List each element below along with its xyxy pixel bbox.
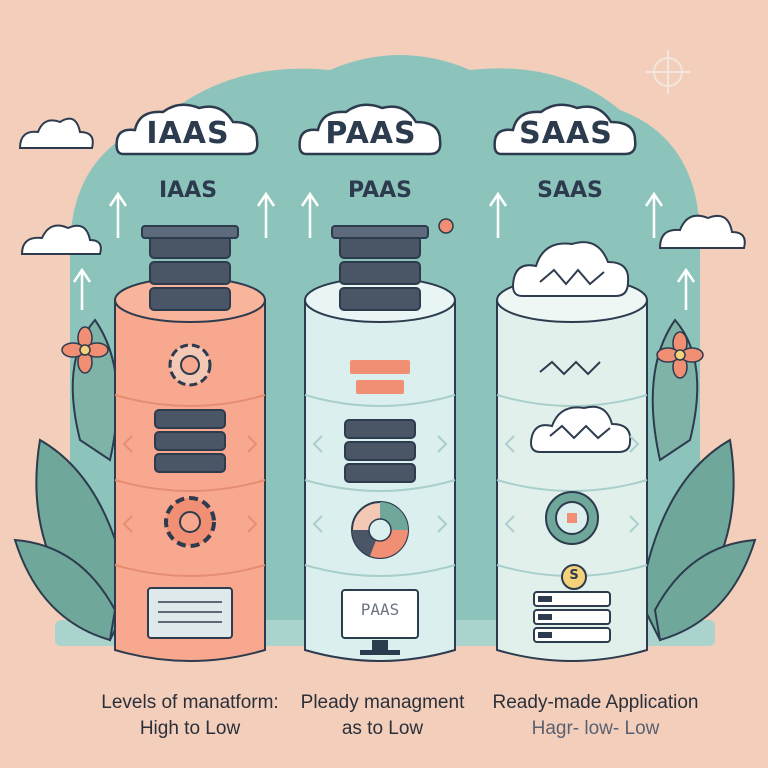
coin-symbol: S bbox=[566, 568, 582, 583]
pie-chart-icon bbox=[352, 502, 408, 558]
server-icon bbox=[142, 226, 238, 310]
saas-caption-line2: Hagr- low- Low bbox=[478, 716, 713, 742]
monitor-screen-text: PAAS bbox=[346, 600, 414, 619]
iaas-caption-line1: Levels of manatform: bbox=[75, 690, 305, 716]
paas-caption-line2: as to Low bbox=[295, 716, 470, 742]
document-icon bbox=[148, 588, 232, 638]
iaas-caption: Levels of manatform: High to Low bbox=[75, 690, 305, 742]
server-icon bbox=[155, 410, 225, 472]
iaas-caption-line2: High to Low bbox=[75, 716, 305, 742]
saas-caption-line1: Ready-made Application bbox=[478, 690, 713, 716]
gear-icon bbox=[170, 345, 210, 385]
gear-icon bbox=[166, 498, 214, 546]
paas-caption: Pleady managment as to Low bbox=[295, 690, 470, 742]
server-icon bbox=[332, 226, 428, 310]
target-icon bbox=[546, 492, 598, 544]
cloud-icon bbox=[513, 242, 628, 296]
server-icon bbox=[345, 420, 415, 482]
saas-caption: Ready-made Application Hagr- low- Low bbox=[478, 690, 713, 742]
paas-caption-line1: Pleady managment bbox=[295, 690, 470, 716]
